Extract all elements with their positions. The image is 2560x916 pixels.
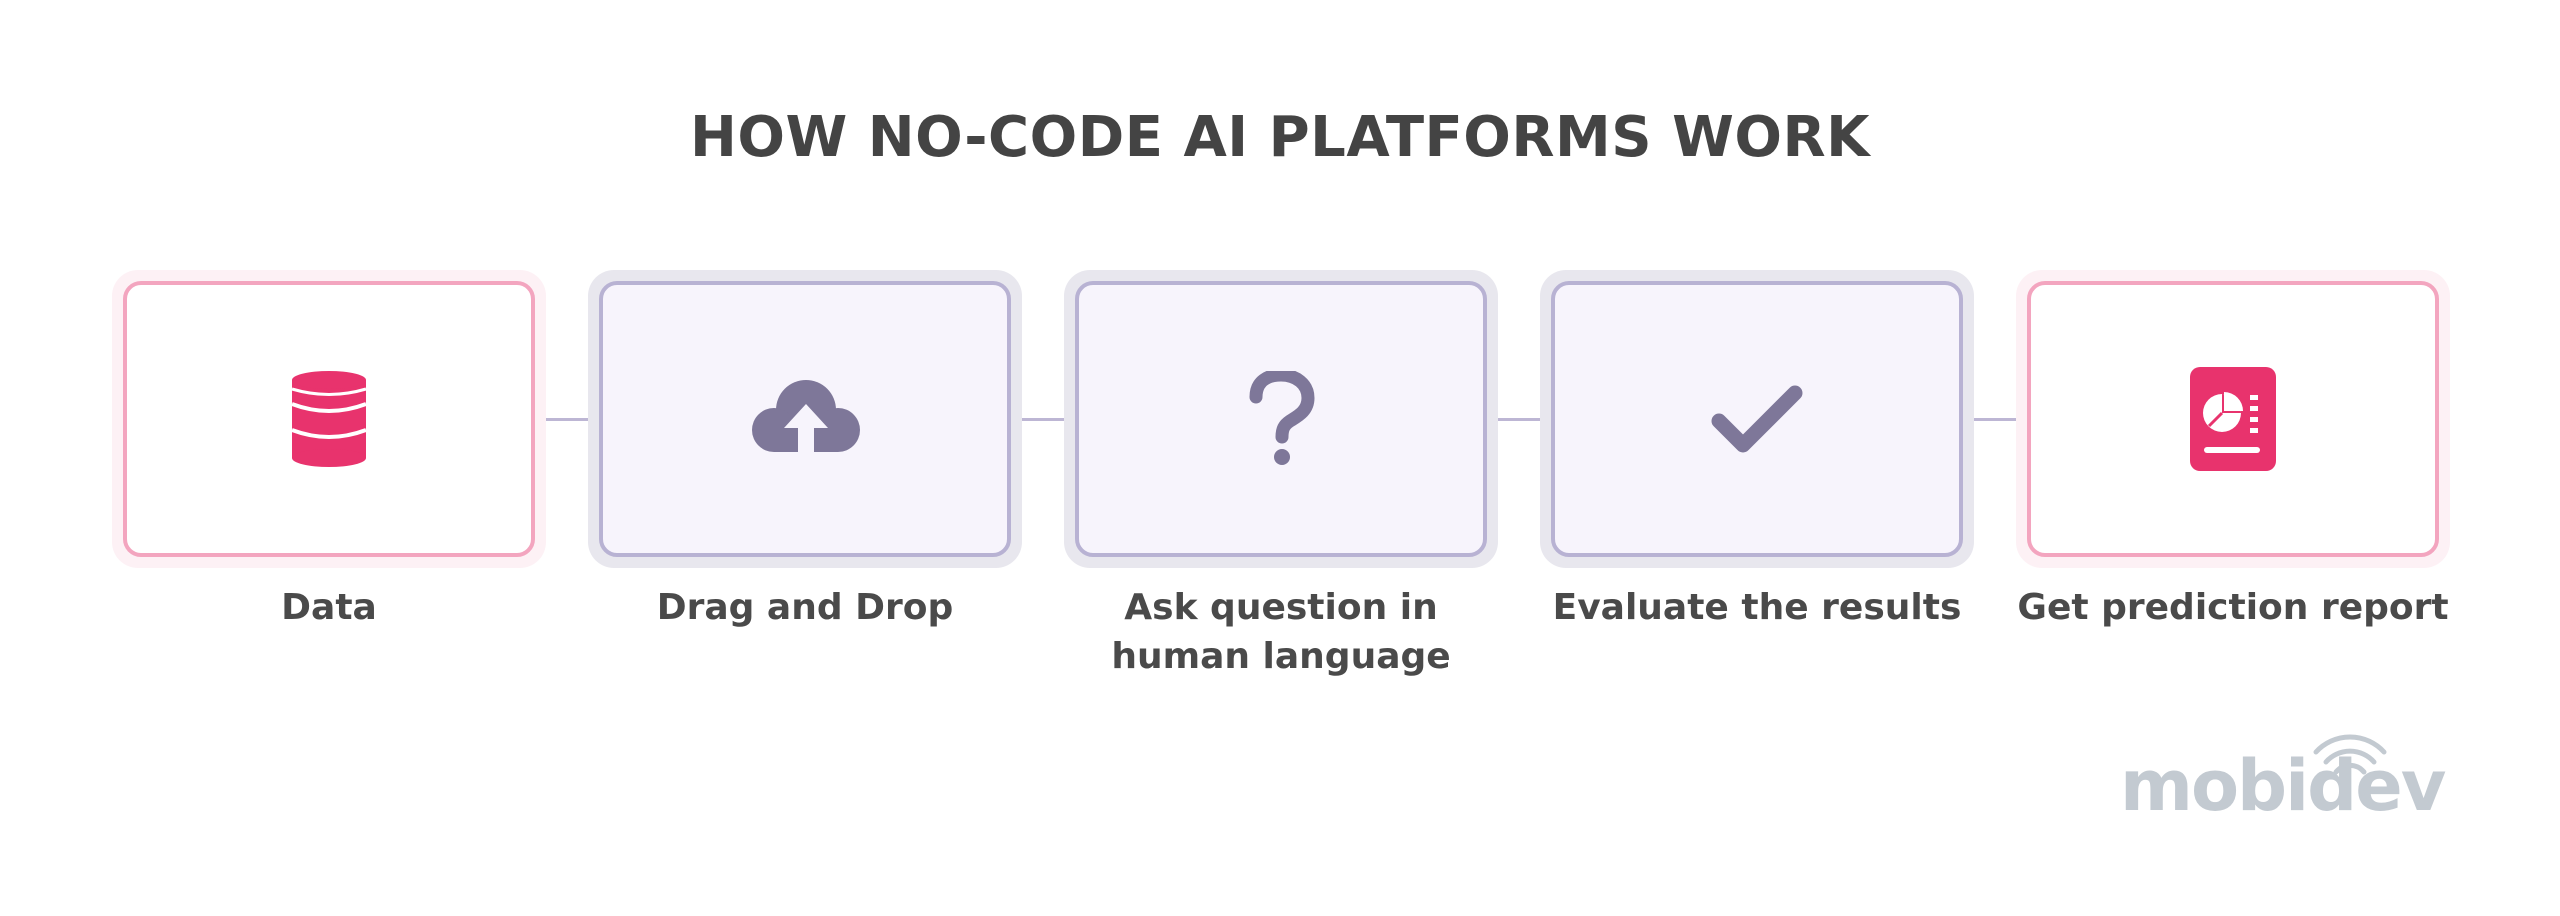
step-label-evaluate: Evaluate the results [1552, 587, 1962, 628]
diagram-title: HOW NO-CODE AI PLATFORMS WORK [690, 105, 1870, 170]
connector-1-2 [546, 418, 588, 421]
step-card-ask-question [1064, 270, 1498, 568]
connector-4-5 [1974, 418, 2016, 421]
step-card-data-frame [123, 281, 535, 557]
step-card-ask-question-frame [1075, 281, 1487, 557]
step-card-prediction-report-frame [2027, 281, 2439, 557]
question-mark-icon [1249, 371, 1315, 465]
step-card-evaluate [1540, 270, 1974, 568]
cloud-upload-icon [752, 380, 860, 462]
logo-text: mobidev [2120, 745, 2446, 816]
step-card-drag-and-drop [588, 270, 1022, 568]
connector-3-4 [1498, 418, 1540, 421]
step-label-ask-question: Ask question in human language [1111, 587, 1451, 677]
step-card-prediction-report [2016, 270, 2450, 568]
connector-2-3 [1022, 418, 1064, 421]
step-label-data: Data [281, 587, 377, 628]
step-card-drag-and-drop-frame [599, 281, 1011, 557]
mobidev-logo: mobidev [2120, 734, 2448, 816]
step-card-evaluate-frame [1551, 281, 1963, 557]
checkmark-icon [1711, 385, 1803, 453]
step-label-drag-and-drop: Drag and Drop [656, 587, 954, 628]
report-icon [2190, 367, 2276, 471]
database-icon [291, 371, 367, 467]
step-card-data [112, 270, 546, 568]
step-label-prediction-report: Get prediction report [2017, 587, 2449, 628]
